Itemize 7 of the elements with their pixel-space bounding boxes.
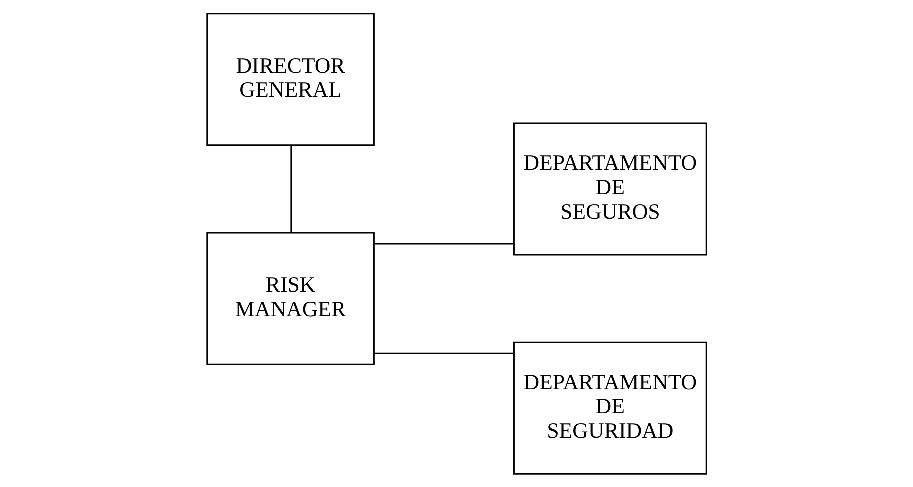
- node-box: DEPARTAMENTO DE SEGURIDAD: [513, 341, 707, 474]
- node-box: DEPARTAMENTO DE SEGUROS: [513, 122, 707, 256]
- connector: [374, 352, 514, 354]
- connector: [374, 242, 514, 244]
- connector: [290, 144, 292, 232]
- node-box: DIRECTOR GENERAL: [206, 12, 374, 146]
- node-box: RISK MANAGER: [206, 232, 374, 365]
